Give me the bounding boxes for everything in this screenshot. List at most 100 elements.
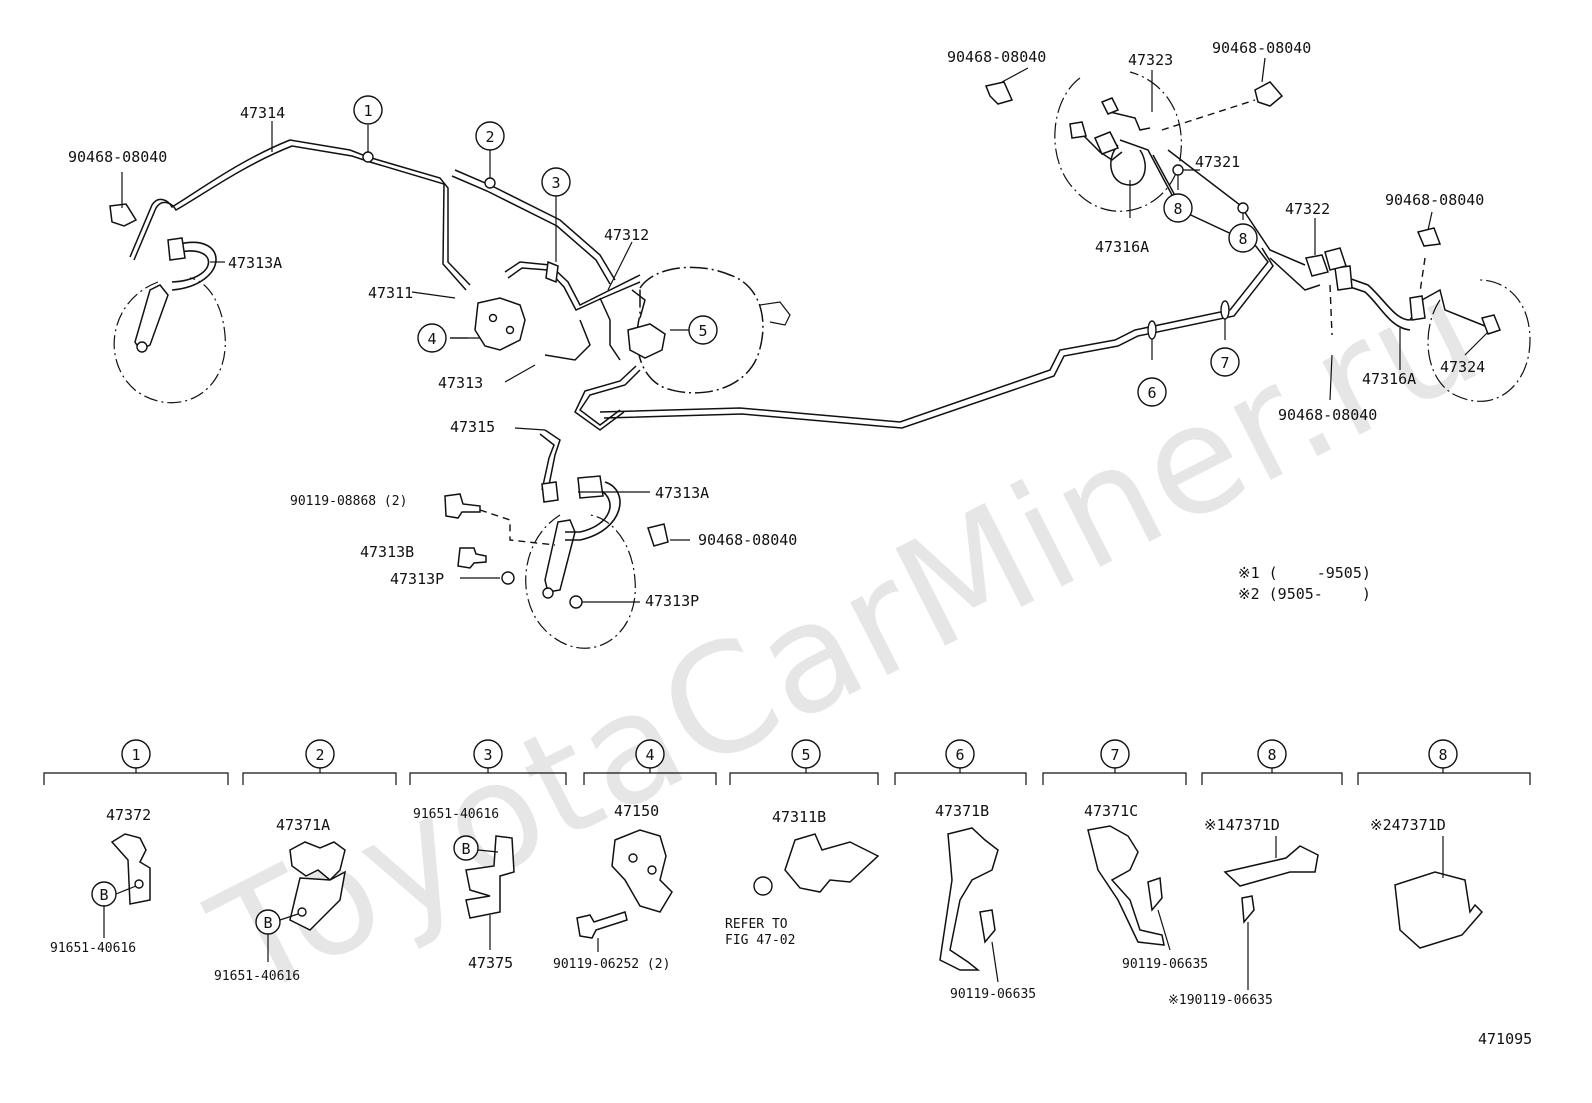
hose-47313A-right: [565, 481, 621, 541]
callout-1: 1: [353, 95, 383, 125]
label-47312: 47312: [604, 226, 649, 244]
callout-8b: 8: [1228, 223, 1258, 253]
svg-text:2: 2: [485, 128, 494, 146]
proportioning-valve: [474, 297, 526, 351]
watermark: ToyotaCarMiner.ru: [186, 245, 1506, 1033]
svg-text:3: 3: [483, 746, 492, 764]
detail-group-2: 2 47371A B 91651-40616: [214, 739, 347, 984]
washer-icon: [569, 595, 583, 609]
svg-text:5: 5: [698, 322, 707, 340]
label-47316A-a: 47316A: [1095, 238, 1149, 256]
hose-47313A-left: [171, 241, 217, 291]
part-47371D-1: ※147371D: [1204, 816, 1280, 834]
label-47313A-b: 47313A: [655, 484, 709, 502]
svg-text:8: 8: [1438, 746, 1447, 764]
refer-fig: FIG 47-02: [725, 933, 795, 948]
svg-text:1: 1: [131, 746, 140, 764]
svg-text:2: 2: [315, 746, 324, 764]
label-90468-b: 90468-08040: [698, 531, 797, 549]
label-47324: 47324: [1440, 358, 1485, 376]
svg-text:8: 8: [1173, 200, 1182, 218]
part-91651-40616-c: 91651-40616: [413, 807, 499, 822]
detail-group-4: 4 47150 90119-06252 (2): [553, 739, 673, 972]
callout-7: 7: [1210, 347, 1240, 377]
part-90119-06635-a: 90119-06635: [950, 987, 1036, 1002]
label-90119-08868: 90119-08868 (2): [290, 494, 407, 509]
part-90119-06252: 90119-06252 (2): [553, 957, 670, 972]
svg-text:8: 8: [1267, 746, 1276, 764]
svg-text:3: 3: [551, 174, 560, 192]
part-90119-06635-b: 90119-06635: [1122, 957, 1208, 972]
washer-icon: [501, 571, 515, 585]
detail-group-8b: 8 ※247371D: [1370, 739, 1484, 949]
label-47313A-a: 47313A: [228, 254, 282, 272]
detail-group-1: 1 47372 B 91651-40616: [50, 739, 151, 956]
part-47371D-2: ※247371D: [1370, 816, 1446, 834]
refer-to: REFER TO: [725, 917, 788, 932]
bolt-icon: [457, 547, 487, 569]
part-90119-06635-c: ※190119-06635: [1168, 993, 1273, 1008]
svg-text:4: 4: [645, 746, 654, 764]
callout-3: 3: [541, 167, 571, 197]
part-47150: 47150: [614, 802, 659, 820]
callout-8a: 8: [1163, 193, 1193, 223]
front-right-disc: [525, 514, 636, 649]
part-47375: 47375: [468, 954, 513, 972]
label-47313: 47313: [438, 374, 483, 392]
callout-4: 4: [417, 323, 447, 353]
note-2: ※2 (9505- ): [1238, 585, 1371, 603]
part-47371C: 47371C: [1084, 802, 1138, 820]
part-47372: 47372: [106, 806, 151, 824]
rear-left-drum: [1054, 71, 1182, 212]
label-47321: 47321: [1195, 153, 1240, 171]
svg-text:6: 6: [955, 746, 964, 764]
callout-2: 2: [475, 121, 505, 151]
label-47314: 47314: [240, 104, 285, 122]
label-47323: 47323: [1128, 51, 1173, 69]
label-47313P-b: 47313P: [645, 592, 699, 610]
bolt-icon: [444, 493, 481, 519]
hose-47316A-right: [1339, 274, 1421, 321]
detail-group-7: 7 47371C 90119-06635: [1084, 739, 1208, 972]
label-47311: 47311: [368, 284, 413, 302]
label-47315: 47315: [450, 418, 495, 436]
detail-group-5: 5 47311B REFER TO FIG 47-02: [725, 739, 880, 948]
svg-text:1: 1: [363, 102, 372, 120]
detail-brackets: [43, 768, 1531, 785]
part-47311B: 47311B: [772, 808, 826, 826]
note-1: ※1 ( -9505): [1238, 564, 1371, 582]
detail-group-3: 3 91651-40616 B 47375: [413, 739, 515, 972]
line-47314: [129, 139, 471, 286]
label-47316A-b: 47316A: [1362, 370, 1416, 388]
label-90468-c: 90468-08040: [947, 48, 1046, 66]
label-47322: 47322: [1285, 200, 1330, 218]
clip-icon: [109, 81, 1442, 547]
label-90468-a: 90468-08040: [68, 148, 167, 166]
callout-6: 6: [1137, 377, 1167, 407]
label-90468-e: 90468-08040: [1385, 191, 1484, 209]
part-91651-40616-a: 91651-40616: [50, 941, 136, 956]
label-90468-d: 90468-08040: [1212, 39, 1311, 57]
callouts: 1 2 3 4 5 6 7 8 8: [353, 95, 1258, 407]
svg-text:B: B: [461, 840, 470, 858]
three-way-union: [627, 323, 666, 359]
rear-right-drum: [1427, 279, 1531, 402]
label-47313B: 47313B: [360, 543, 414, 561]
leader-lines: [121, 57, 1489, 603]
rear-brake-line: [599, 209, 1269, 423]
front-left-disc: [113, 277, 226, 404]
detail-group-6: 6 47371B 90119-06635: [935, 739, 1036, 1002]
figure-code: 471095: [1478, 1030, 1532, 1048]
svg-text:7: 7: [1110, 746, 1119, 764]
part-91651-40616-b: 91651-40616: [214, 969, 300, 984]
svg-text:6: 6: [1147, 384, 1156, 402]
svg-text:B: B: [263, 914, 272, 932]
svg-text:5: 5: [801, 746, 810, 764]
part-47371B: 47371B: [935, 802, 989, 820]
svg-text:7: 7: [1220, 354, 1229, 372]
label-47313P-a: 47313P: [390, 570, 444, 588]
svg-text:B: B: [99, 886, 108, 904]
label-90468-f: 90468-08040: [1278, 406, 1377, 424]
